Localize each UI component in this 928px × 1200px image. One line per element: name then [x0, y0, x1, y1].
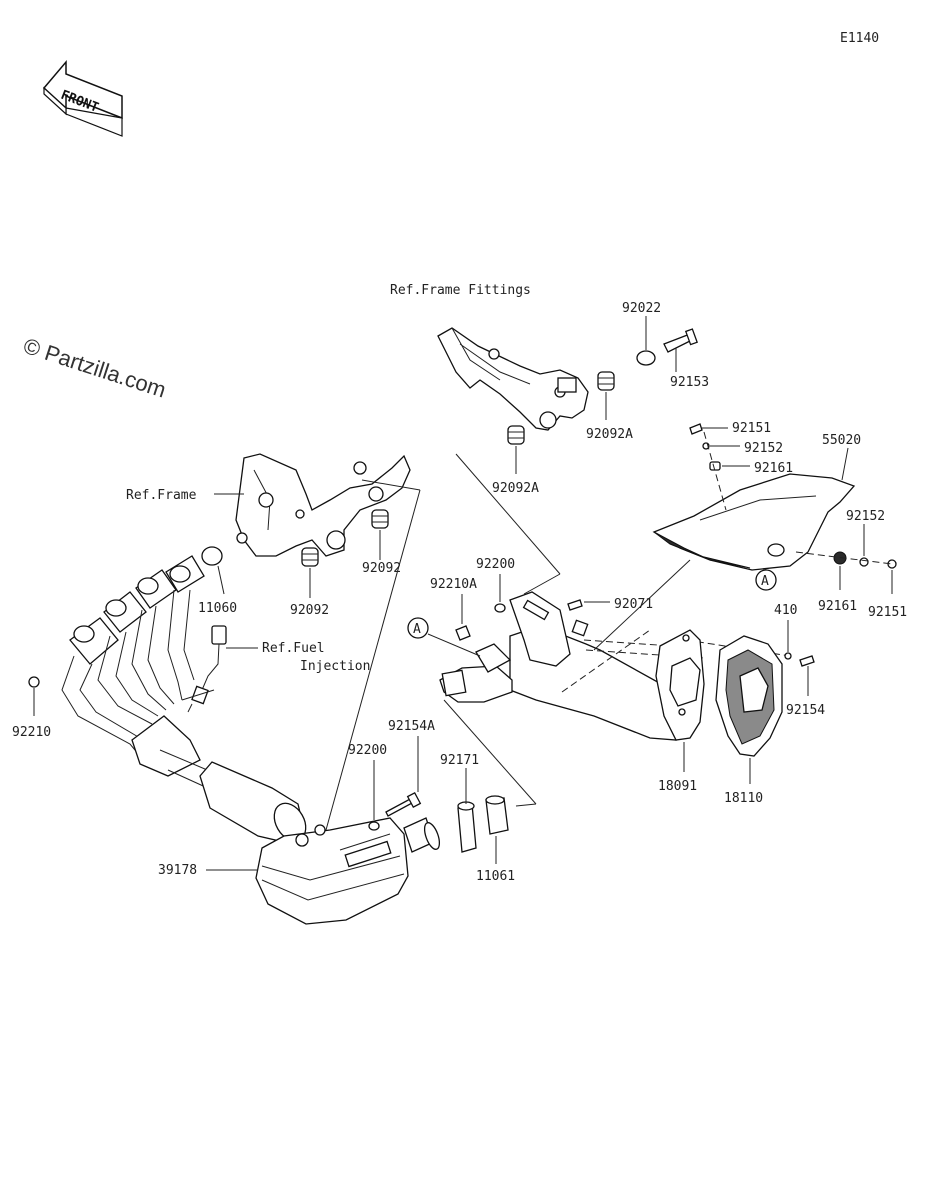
washer-92200-lower: [368, 821, 380, 831]
ref-frame-fittings: Ref.Frame Fittings: [390, 283, 531, 298]
gasket-11061: [485, 795, 509, 835]
copyright-watermark: © Partzilla.com: [20, 333, 169, 403]
label-92071: 92071: [614, 597, 653, 612]
label-92161-right: 92161: [818, 599, 857, 614]
ref-fuel-line1: Ref.Fuel: [262, 641, 325, 656]
label-92171: 92171: [440, 753, 479, 768]
label-92151-upper: 92151: [732, 421, 771, 436]
label-92154: 92154: [786, 703, 825, 718]
cover-18110: [715, 635, 783, 757]
callout-a-right-letter: A: [761, 574, 769, 589]
label-18091: 18091: [658, 779, 697, 794]
diagram-code: E1140: [840, 31, 879, 46]
label-92092-right: 92092: [362, 561, 401, 576]
clip-92071: [567, 599, 589, 637]
oxygen-sensor: [187, 625, 227, 713]
label-55020: 55020: [822, 433, 861, 448]
clamp-92171: [457, 801, 477, 853]
label-92152-right: 92152: [846, 509, 885, 524]
gasket-11060: [201, 546, 223, 566]
silencer-bracket: [509, 591, 571, 667]
screw-92151-upper: [689, 423, 703, 435]
washer-92200-upper: [494, 603, 506, 613]
grommet-92092A-upper: [597, 371, 615, 391]
pre-muffler-body: [199, 761, 307, 843]
grommet-92092-right: [371, 509, 389, 529]
ref-frame: Ref.Frame: [126, 488, 197, 503]
grommet-92092A-lower: [507, 425, 525, 445]
muffler-39178: [255, 817, 441, 925]
heat-guard-18091: [655, 629, 705, 741]
label-92092A-lower: 92092A: [492, 481, 539, 496]
label-92153: 92153: [670, 375, 709, 390]
exhaust-header-pipes: [61, 555, 213, 791]
label-92161-upper: 92161: [754, 461, 793, 476]
ref-fuel-line2: Injection: [300, 659, 370, 674]
label-92092A-upper: 92092A: [586, 427, 633, 442]
callout-a-right: A: [755, 569, 777, 591]
label-39178: 39178: [158, 863, 197, 878]
grommet-92161-upper: [709, 461, 721, 471]
front-direction-arrow-icon: FRONT: [42, 59, 123, 137]
grommet-92092-left: [301, 547, 319, 567]
washer-410: [784, 652, 792, 660]
washer-92152-right: [859, 557, 869, 567]
frame-section: [235, 453, 411, 557]
label-11061: 11061: [476, 869, 515, 884]
cover-55020: [652, 473, 856, 571]
label-92151-right: 92151: [868, 605, 907, 620]
bolt-92154: [799, 655, 815, 667]
label-92210: 92210: [12, 725, 51, 740]
frame-fittings-bracket: [437, 327, 589, 431]
callout-a-left: A: [407, 617, 429, 639]
label-92200-lower: 92200: [348, 743, 387, 758]
label-18110: 18110: [724, 791, 763, 806]
nut-92210A: [455, 625, 471, 641]
label-92200-upper: 92200: [476, 557, 515, 572]
label-410: 410: [774, 603, 797, 618]
label-92152-upper: 92152: [744, 441, 783, 456]
label-92154A: 92154A: [388, 719, 435, 734]
label-92022: 92022: [622, 301, 661, 316]
bolt-92154A: [385, 791, 422, 817]
washer-92022: [636, 350, 656, 366]
callout-a-left-letter: A: [413, 622, 421, 637]
label-92092-left: 92092: [290, 603, 329, 618]
nut-92210: [28, 676, 40, 688]
label-11060: 11060: [198, 601, 237, 616]
bolt-92153: [663, 328, 698, 353]
label-92210A: 92210A: [430, 577, 477, 592]
